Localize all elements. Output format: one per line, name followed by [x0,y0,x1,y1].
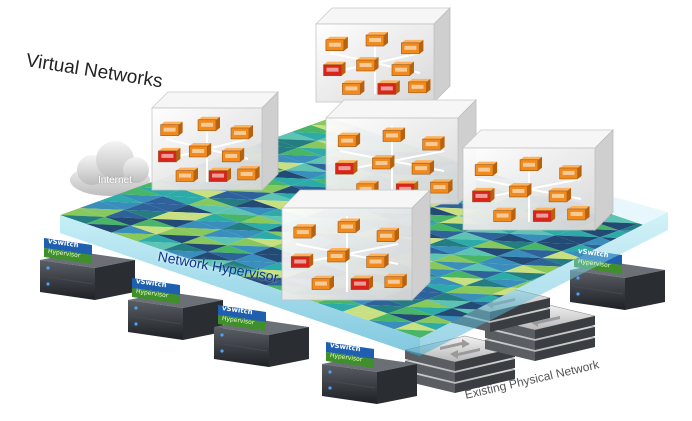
vm-icon [377,80,400,95]
vm-icon [158,147,181,163]
hypervisor-band [60,212,668,356]
vm-icon [408,78,431,94]
server-node [322,342,417,404]
vm-icon [208,167,231,182]
server-node [128,278,223,340]
vm-icon [391,61,414,76]
vm-icon [335,160,358,175]
vm-icon [509,183,532,198]
vm-icon [401,39,424,55]
vm-icon [188,143,212,158]
vm-icon [237,165,260,181]
vm-icon [430,179,453,194]
server-stack [40,238,665,404]
vm-icon [493,207,516,222]
vm-icon [567,205,590,221]
server-node [214,305,309,367]
vm-icon [372,155,395,170]
switch-arrows-icon [440,339,480,359]
vm-icon [230,124,253,140]
vm-icon [519,156,542,172]
vm-icon [342,80,365,95]
vm-icon [290,253,314,268]
vm-icon [323,61,346,76]
vm-icon [337,218,360,233]
server-node [40,238,135,300]
virtual-network-cube [315,7,451,103]
vm-icon [337,132,361,147]
vm-icon [365,32,388,47]
vm-icon [559,164,582,180]
vm-icon [474,161,498,176]
vm-icon [197,116,220,132]
vm-icon [325,36,348,51]
virtual-network-cube [151,91,279,191]
vm-icon [311,275,334,290]
virtual-network-cube [325,99,477,205]
internet-label: Internet [98,175,132,186]
vm-icon [548,187,572,203]
vm-icon [384,273,407,289]
internet-cloud-icon [70,141,150,196]
vm-icon [350,275,373,290]
vm-icon [175,167,198,182]
vm-icon [160,121,183,136]
vm-icon [376,227,399,243]
vm-icon [532,207,556,222]
vm-icon [366,253,389,268]
virtual-network-cubes [151,7,614,301]
vm-icon [327,248,350,263]
virtual-network-cube [281,189,431,301]
vm-icon [293,224,316,239]
vm-icon [356,57,379,72]
vm-icon [411,160,435,175]
vm-icon [221,147,245,163]
vm-icon [472,187,495,203]
virtual-network-cube [462,129,614,231]
vm-icon [382,127,405,142]
vm-icon [422,136,445,151]
